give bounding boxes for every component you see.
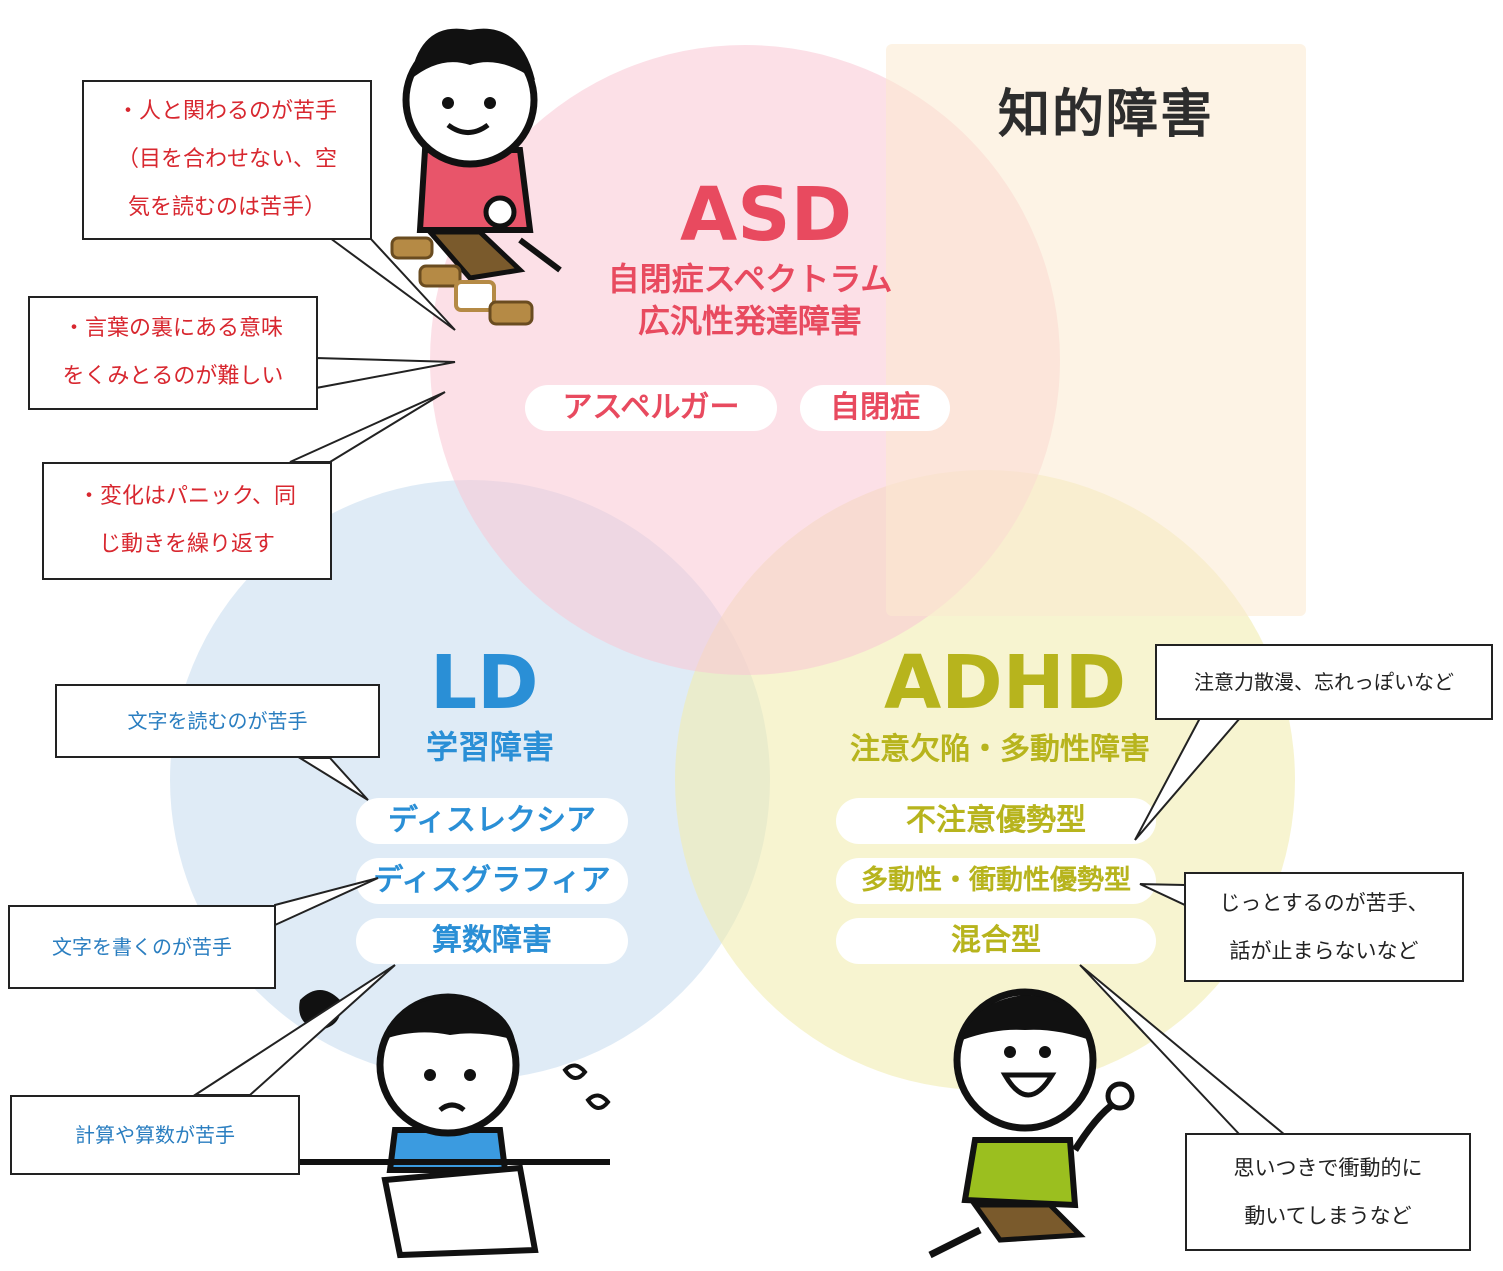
adhd-boy-illustration (928, 988, 1135, 1259)
asd-callout-meaning: ・言葉の裏にある意味 をくみとるのが難しい (28, 296, 318, 410)
adhd-full-name: 注意欠陥・多動性障害 (850, 732, 1150, 767)
ld-type-dyslexia: ディスレクシア (356, 798, 628, 844)
adhd-callout-impulsive: 思いつきで衝動的に 動いてしまうなど (1185, 1133, 1471, 1251)
ld-boy-illustration (280, 990, 611, 1259)
adhd-callout-impulsive-line2: 動いてしまうなど (1244, 1204, 1412, 1228)
adhd-callout-inattention: 注意力散漫、忘れっぽいなど (1155, 644, 1493, 720)
asd-callout-social-line3: 気を読むのは苦手） (127, 195, 326, 220)
asd-callout-social-line1: ・人と関わるのが苦手 (116, 99, 337, 124)
asd-callout-change-line1: ・変化はパニック、同 (77, 484, 297, 509)
intellectual-disability-area (886, 44, 1306, 616)
asd-boy-illustration (390, 28, 562, 326)
adhd-callout-hyperactive-line2: 話が止まらないなど (1229, 939, 1419, 963)
asd-abbreviation: ASD (680, 172, 852, 258)
ld-type-dysgraphia: ディスグラフィア (356, 858, 628, 904)
ld-abbreviation: LD (430, 640, 539, 726)
ld-callout-reading: 文字を読むのが苦手 (55, 684, 380, 758)
ld-type-dyscalculia: 算数障害 (356, 918, 628, 964)
asd-callout-meaning-line2: をくみとるのが難しい (62, 364, 284, 389)
asd-name-line2: 広汎性発達障害 (637, 302, 862, 340)
asd-callout-meaning-line1: ・言葉の裏にある意味 (62, 316, 283, 341)
adhd-abbreviation: ADHD (884, 640, 1127, 726)
asd-callout-social: ・人と関わるのが苦手 （目を合わせない、空 気を読むのは苦手） (82, 80, 372, 240)
intellectual-disability-label: 知的障害 (998, 85, 1215, 145)
ld-callout-writing: 文字を書くのが苦手 (8, 905, 276, 989)
adhd-callout-hyperactive-line1: じっとするのが苦手、 (1219, 891, 1429, 915)
adhd-type-inattentive: 不注意優勢型 (836, 798, 1156, 844)
adhd-callout-impulsive-line1: 思いつきで衝動的に (1233, 1156, 1423, 1180)
ld-callout-math: 計算や算数が苦手 (10, 1095, 300, 1175)
asd-callout-social-line2: （目を合わせない、空 (116, 147, 337, 172)
ld-full-name: 学習障害 (425, 728, 554, 766)
adhd-callout-hyperactive: じっとするのが苦手、 話が止まらないなど (1184, 872, 1464, 982)
asd-type-autism: 自閉症 (800, 385, 950, 431)
asd-callout-change-line2: じ動きを繰り返す (98, 532, 275, 557)
asd-callout-change: ・変化はパニック、同 じ動きを繰り返す (42, 462, 332, 580)
adhd-type-combined: 混合型 (836, 918, 1156, 964)
asd-type-asperger: アスペルガー (525, 385, 777, 431)
adhd-type-hyperactive: 多動性・衝動性優勢型 (836, 858, 1156, 904)
asd-full-name: 自閉症スペクトラム 広汎性発達障害 (590, 258, 910, 342)
asd-name-line1: 自閉症スペクトラム (607, 260, 893, 298)
